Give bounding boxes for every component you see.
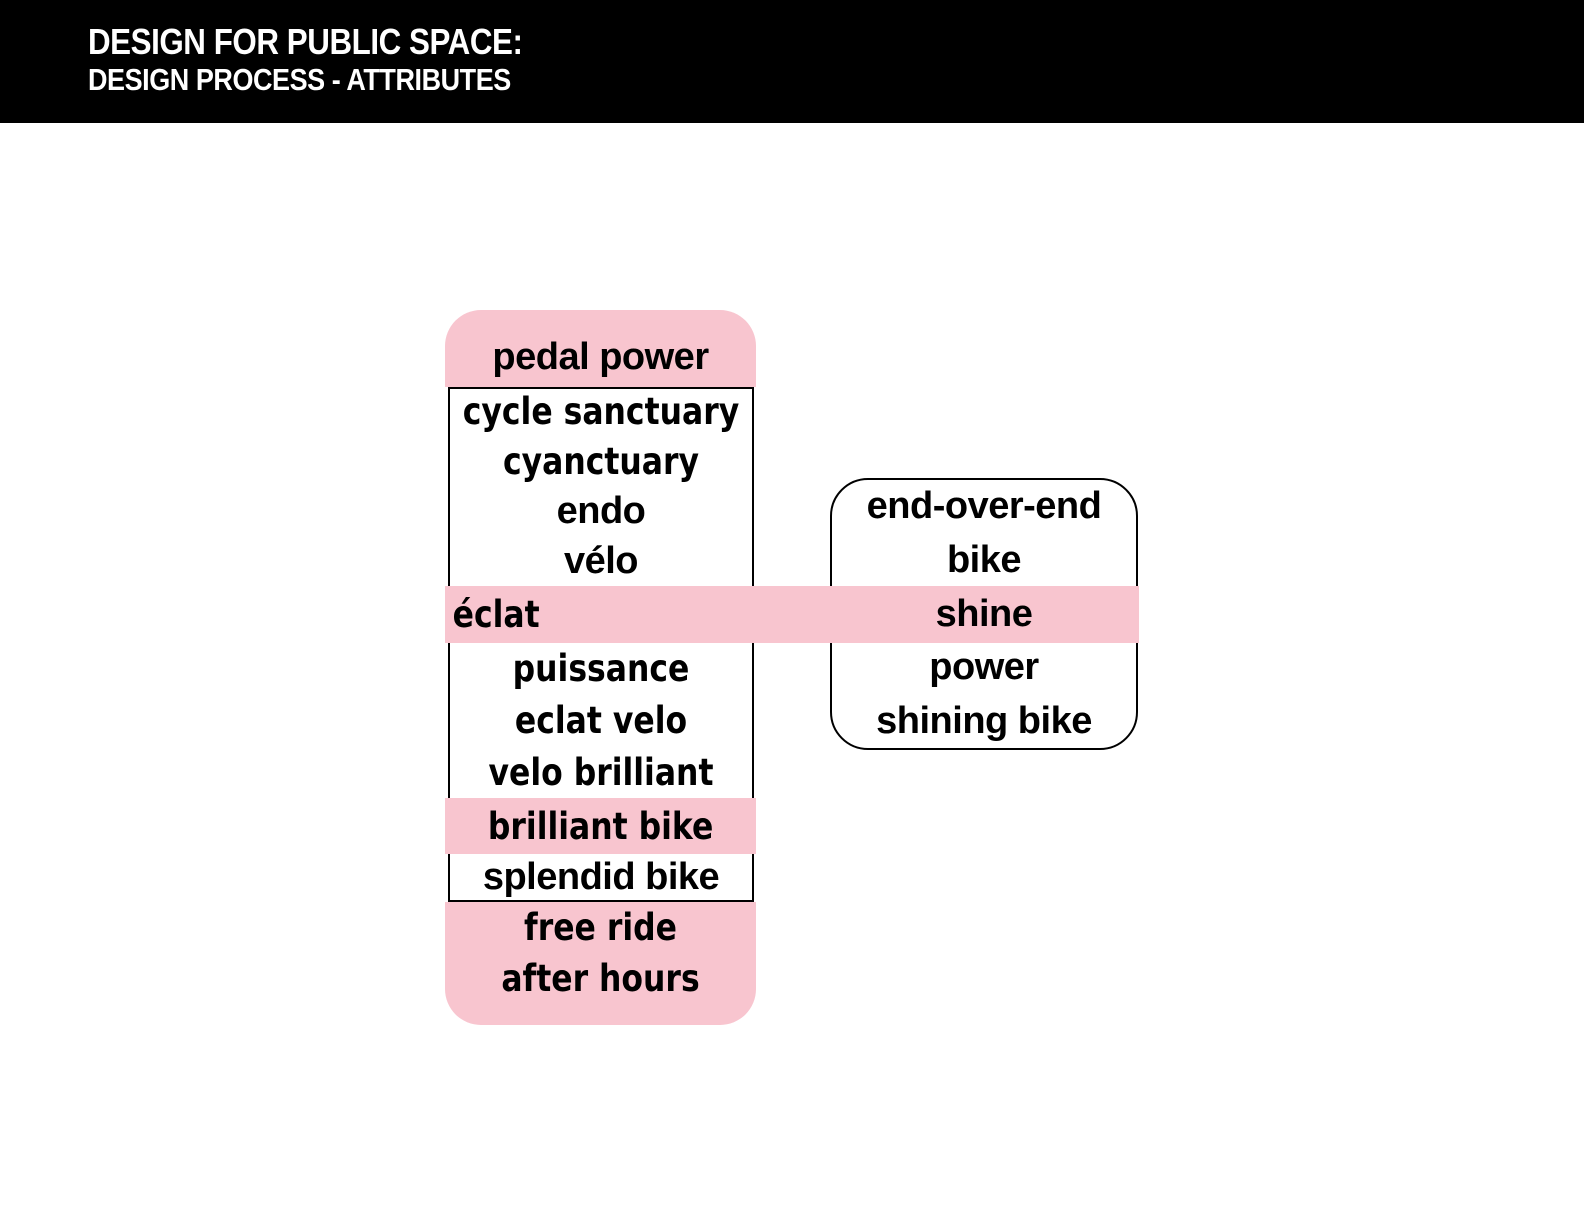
header-titles: DESIGN FOR PUBLIC SPACE: DESIGN PROCESS … — [88, 21, 523, 97]
left-item-puissance: puissance — [512, 647, 690, 691]
left-top-highlight: pedal power — [445, 310, 756, 387]
title-line-1: DESIGN FOR PUBLIC SPACE: — [88, 21, 523, 62]
highlight-connector-band: éclat shine — [445, 586, 1139, 643]
left-group-1: cycle sanctuary cyanctuary endo vélo — [448, 387, 754, 586]
left-item-pedal-power: pedal power — [492, 336, 709, 378]
left-bottom-highlight: free ride after hours — [445, 902, 756, 1025]
left-item-endo: endo — [556, 489, 646, 532]
left-item-cycle-sanctuary: cycle sanctuary — [462, 390, 740, 434]
right-item-power: power — [929, 646, 1039, 689]
left-item-splendid-bike: splendid bike — [482, 855, 720, 898]
right-item-end-over-end: end-over-end — [866, 485, 1102, 528]
header-bar: DESIGN FOR PUBLIC SPACE: DESIGN PROCESS … — [0, 0, 1584, 123]
left-item-after-hours: after hours — [501, 957, 700, 1000]
right-item-shine: shine — [935, 593, 1033, 635]
left-item-brilliant-bike: brilliant bike — [487, 804, 714, 848]
right-box: end-over-end bike power shining bike — [830, 478, 1138, 750]
right-item-shining-bike: shining bike — [876, 699, 1092, 742]
left-item-cyanctuary: cyanctuary — [502, 440, 700, 484]
left-item-velo: vélo — [563, 539, 639, 582]
title-line-2: DESIGN PROCESS - ATTRIBUTES — [88, 62, 511, 97]
left-group-3: splendid bike — [448, 854, 754, 900]
left-item-velo-brilliant: velo brilliant — [488, 750, 714, 794]
left-item-free-ride: free ride — [524, 906, 677, 949]
left-band-highlight: brilliant bike — [445, 798, 756, 854]
right-item-bike: bike — [946, 538, 1022, 581]
left-group-2: puissance eclat velo velo brilliant — [448, 643, 754, 798]
left-item-eclat-velo: eclat velo — [514, 699, 688, 742]
left-item-eclat: éclat — [452, 593, 540, 636]
